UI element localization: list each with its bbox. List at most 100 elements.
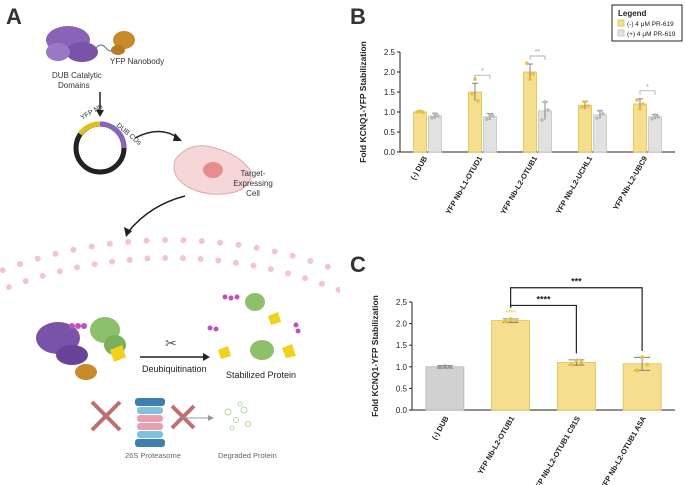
dub-label-line2: Domains [58, 81, 90, 90]
significance-label: * [646, 84, 649, 91]
lipid-head-icon [126, 256, 133, 263]
data-point [418, 109, 422, 113]
bar [523, 71, 537, 153]
data-point [442, 364, 447, 369]
bar [413, 111, 427, 153]
lipid-head-icon [144, 255, 151, 262]
bar [622, 363, 662, 411]
data-point [508, 317, 513, 322]
dub-label-line1: DUB Catalytic [52, 71, 102, 80]
x-tick-label: YFP Nb-L2-OTUB1 [476, 415, 517, 476]
y-tick-label: 2.5 [384, 48, 396, 57]
y-tick-label: 1.0 [384, 108, 396, 117]
x-tick-label: (-) DUB [430, 414, 451, 441]
x-tick-label: YFP Nb-L2-UCHL1 [554, 155, 594, 216]
stabilized-protein-icon [207, 293, 301, 360]
dub-domain-icon [46, 26, 98, 62]
lipid-head-icon [217, 239, 224, 246]
arrow-line [127, 195, 186, 233]
data-point [580, 105, 584, 109]
data-point [415, 110, 419, 114]
data-point [528, 77, 532, 81]
deubiquitination-label: Deubiquitination [142, 364, 207, 374]
lipid-head-icon [109, 258, 116, 265]
data-point [635, 98, 639, 102]
data-point [513, 318, 518, 323]
data-point [491, 114, 495, 118]
lipid-head-icon [5, 283, 12, 290]
proteasome-label: 26S Proteasome [125, 451, 181, 460]
significance-bracket [474, 74, 491, 80]
data-point [485, 117, 489, 121]
arrow-head-icon [124, 227, 132, 237]
lipid-head-icon [307, 257, 314, 264]
data-point [595, 116, 599, 120]
x-tick-label: YFP Nb-L2-UBC9 [611, 155, 649, 212]
arrow-head-icon [208, 415, 214, 421]
arrow-head-icon [203, 353, 210, 361]
x-mark-icon [90, 400, 122, 432]
y-tick-label: 0.0 [384, 148, 396, 157]
nanobody-label: YFP Nanobody [110, 57, 164, 66]
panel-letter-b: B [350, 4, 366, 29]
schematic-panel: DUB Catalytic Domains YFP Nanobody YFP N… [0, 26, 340, 460]
bar [648, 116, 662, 153]
data-point [437, 365, 442, 370]
data-point [503, 319, 508, 324]
y-tick-label: 1.5 [396, 341, 408, 350]
data-point [430, 116, 434, 120]
lipid-head-icon [232, 259, 239, 266]
x-tick-label: (-) DUB [409, 154, 430, 181]
degraded-protein-label: Degraded Protein [218, 451, 277, 460]
y-axis-label: Fold KCNQ1-YFP Stabilization [358, 41, 368, 163]
data-point [645, 362, 650, 367]
panel-letter-a: A [6, 4, 22, 29]
lipid-head-icon [106, 240, 113, 247]
arrow-head-icon [96, 110, 104, 117]
data-point [470, 92, 474, 96]
data-point [476, 99, 480, 103]
significance-label: ** [535, 49, 541, 56]
lipid-head-icon [22, 278, 29, 285]
cell-label-line1: Target- [241, 169, 266, 178]
y-tick-label: 0.0 [396, 406, 408, 415]
bar [633, 103, 647, 153]
lipid-head-icon [0, 267, 6, 274]
data-point [574, 358, 579, 363]
dub-complex-icon [36, 317, 126, 380]
data-point [601, 112, 605, 116]
bar [483, 116, 497, 153]
cell-icon [173, 145, 252, 195]
lipid-head-icon [74, 264, 81, 271]
yfp-nanobody-icon [111, 31, 135, 55]
data-point [546, 108, 550, 112]
lipid-head-icon [88, 243, 95, 250]
lipid-head-icon [17, 261, 24, 268]
data-point [583, 100, 587, 104]
arrow-head-icon [173, 133, 182, 141]
data-point [586, 104, 590, 108]
bar [593, 114, 607, 153]
lipid-head-icon [143, 237, 150, 244]
significance-label: * [481, 68, 484, 75]
lipid-head-icon [215, 257, 222, 264]
y-tick-label: 0.5 [384, 128, 396, 137]
cell-label-line2: Expressing [233, 179, 273, 188]
data-point [569, 362, 574, 367]
stabilized-protein-label: Stabilized Protein [226, 370, 296, 380]
x-mark-icon [170, 404, 196, 430]
legend-swatch-yellow [617, 19, 625, 27]
lipid-head-icon [125, 238, 132, 245]
degraded-protein-icon [224, 401, 251, 431]
significance-label: **** [536, 294, 551, 304]
lipid-head-icon [267, 266, 274, 273]
lipid-head-icon [289, 252, 296, 259]
lipid-head-icon [39, 272, 46, 279]
significance-bracket [510, 287, 643, 351]
y-tick-label: 1.5 [384, 88, 396, 97]
legend-item-plus: (+) 4 μM PR-619 [627, 31, 676, 38]
lipid-head-icon [161, 237, 168, 244]
x-tick-label: YFP Nb-L2-OTUB1 ASA [598, 414, 648, 485]
lipid-head-icon [318, 280, 325, 287]
data-point [540, 118, 544, 122]
